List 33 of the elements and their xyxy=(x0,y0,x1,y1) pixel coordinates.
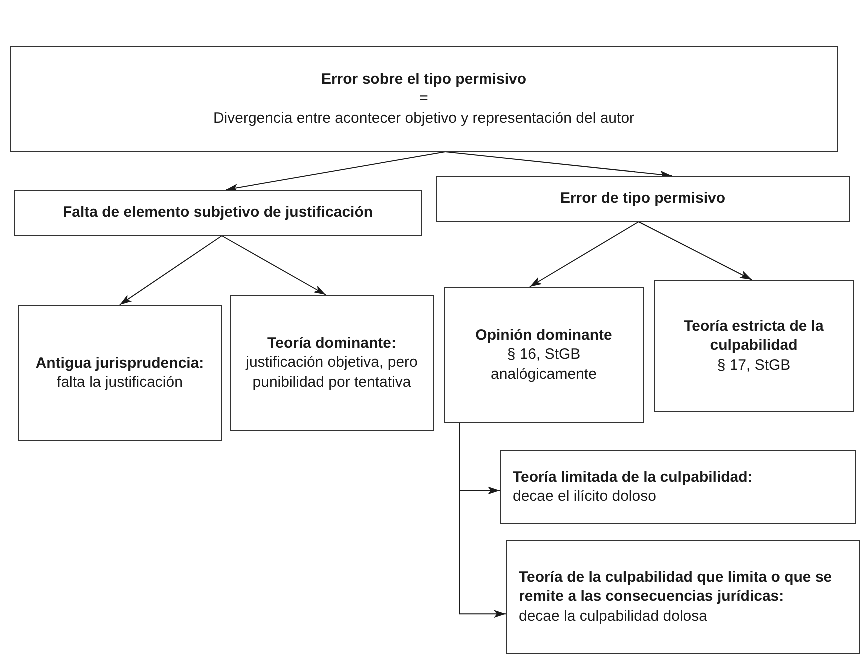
arrow xyxy=(460,422,506,618)
box-heading: Error de tipo permisivo xyxy=(560,189,726,209)
text-box xyxy=(14,190,422,236)
arrow xyxy=(226,152,446,192)
box-text: Divergencia entre acontecer objetivo y representación del autor xyxy=(213,108,635,128)
text-box xyxy=(444,287,644,423)
arrow xyxy=(445,152,672,179)
box-heading: Falta de elemento subjetivo de justificación xyxy=(62,203,374,223)
arrow xyxy=(638,222,752,280)
box-heading: Teoría limitada de la culpabilidad: xyxy=(513,468,753,487)
box-heading: Teoría estricta de la culpabilidad xyxy=(683,316,825,356)
box-text: decae la culpabilidad dolosa xyxy=(519,606,708,626)
box-heading: Error sobre el tipo permisivo xyxy=(321,70,527,90)
text-box xyxy=(500,450,856,524)
box-text: decae el ilícito doloso xyxy=(513,487,656,506)
box-heading: Opinión dominante xyxy=(476,326,612,346)
text-box xyxy=(506,540,860,654)
arrow xyxy=(120,236,223,306)
text-box xyxy=(18,305,222,441)
text-box xyxy=(10,46,838,152)
box-heading: Teoría dominante: xyxy=(268,334,396,354)
arrow xyxy=(222,236,326,296)
box-text: § 16, StGB analógicamente xyxy=(490,345,598,384)
text-box xyxy=(654,280,854,412)
box-text: = xyxy=(420,89,428,109)
box-heading: Teoría de la culpabilidad que limita o que se remite a las consecuencias jurídicas: xyxy=(519,568,834,607)
box-heading: Antigua jurisprudencia: xyxy=(36,354,204,373)
box-text: justificación objetiva, pero punibilidad por tentativa xyxy=(244,353,419,392)
text-box xyxy=(436,176,850,222)
text-box xyxy=(230,295,434,431)
arrow xyxy=(530,222,640,288)
box-text: falta la justificación xyxy=(57,373,183,392)
box-text: § 17, StGB xyxy=(717,356,791,376)
